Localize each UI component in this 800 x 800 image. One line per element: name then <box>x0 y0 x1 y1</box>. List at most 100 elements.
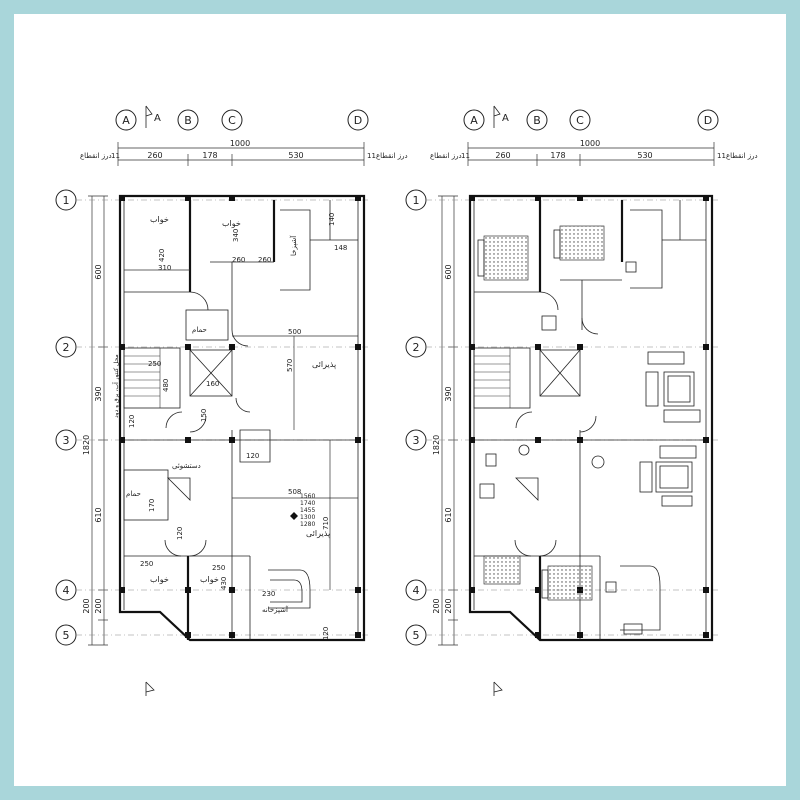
svg-text:530: 530 <box>288 151 303 160</box>
svg-text:160: 160 <box>206 380 219 388</box>
svg-text:530: 530 <box>637 151 652 160</box>
svg-text:4: 4 <box>63 584 70 597</box>
svg-text:340: 340 <box>232 229 240 242</box>
axis-label-d: D <box>354 114 362 127</box>
svg-text:3: 3 <box>63 434 70 447</box>
svg-text:178: 178 <box>550 151 565 160</box>
room-bedroom-3: خواب <box>150 575 169 584</box>
axis-label-a: A <box>122 114 130 127</box>
coffee-table-icon <box>655 461 693 493</box>
svg-text:B: B <box>533 114 541 127</box>
svg-text:600: 600 <box>444 264 453 279</box>
svg-text:4: 4 <box>413 584 420 597</box>
svg-text:1455: 1455 <box>300 507 315 514</box>
section-arrow-bottom-icon <box>145 681 155 696</box>
svg-text:260: 260 <box>258 256 271 264</box>
bed-icon <box>559 225 605 261</box>
plan-left: A B C D A 1000 260 178 530 درز انقطاع 11… <box>55 105 408 696</box>
svg-text:1820: 1820 <box>432 435 441 455</box>
svg-text:درز انقطاع: درز انقطاع <box>430 152 462 160</box>
sofa-icon <box>647 351 685 365</box>
svg-text:150: 150 <box>200 409 208 422</box>
bed-icon <box>483 235 529 281</box>
svg-text:درز انقطاع: درز انقطاع <box>726 152 758 160</box>
svg-text:11: 11 <box>111 152 120 160</box>
section-arrow-right-icon <box>493 105 501 128</box>
axis-bubble-c <box>221 109 243 131</box>
svg-text:120: 120 <box>322 627 330 640</box>
toilet-icon <box>518 444 530 456</box>
svg-text:570: 570 <box>286 359 294 372</box>
top-dimension-right: 1000 260 178 530 درز انقطاع 11 11 درز ان… <box>430 139 758 166</box>
section-mark-label: A <box>154 113 161 124</box>
room-bath-top: حمام <box>192 326 207 334</box>
svg-text:230: 230 <box>262 590 275 598</box>
axis-bubbles-side-right: 1 2 3 4 5 <box>405 189 427 646</box>
svg-text:C: C <box>576 114 584 127</box>
svg-text:1820: 1820 <box>82 435 91 455</box>
stove-icon <box>625 261 637 273</box>
axis-bubbles-top-left: A B C D A <box>115 105 369 131</box>
room-labels-left: خواب خواب آشپزخا پذیرائی حمام محل کنتور … <box>111 215 336 614</box>
svg-text:11: 11 <box>367 152 376 160</box>
sofa-icon <box>661 495 693 507</box>
svg-text:200: 200 <box>432 598 441 613</box>
svg-text:710: 710 <box>322 517 330 530</box>
svg-text:5: 5 <box>413 629 420 642</box>
drawing-sheet <box>14 14 786 786</box>
room-bedroom-4: خواب <box>200 575 219 584</box>
svg-text:140: 140 <box>328 213 336 226</box>
axis-label-b: B <box>184 114 192 127</box>
svg-text:2: 2 <box>63 341 70 354</box>
walls-left <box>118 194 366 642</box>
sofa-icon <box>663 409 701 423</box>
svg-text:200: 200 <box>82 598 91 613</box>
svg-text:1300: 1300 <box>300 514 315 521</box>
svg-text:200: 200 <box>444 598 453 613</box>
svg-text:11: 11 <box>461 152 470 160</box>
svg-text:260: 260 <box>147 151 162 160</box>
side-dimension-right: 1820 600 390 610 200 200 <box>432 195 458 646</box>
columns-left <box>119 195 361 638</box>
axis-bubble-d <box>347 109 369 131</box>
svg-text:260: 260 <box>495 151 510 160</box>
svg-text:D: D <box>704 114 712 127</box>
axis-label-c: C <box>228 114 236 127</box>
svg-text:2: 2 <box>413 341 420 354</box>
svg-text:1560: 1560 <box>300 493 315 500</box>
sink-icon <box>485 453 497 467</box>
svg-text:260: 260 <box>232 256 245 264</box>
svg-text:120: 120 <box>128 415 136 428</box>
top-dimension-left: 1000 260 178 530 درز انقطاع 11 11 درز ان… <box>80 139 408 166</box>
svg-text:178: 178 <box>202 151 217 160</box>
room-kitchen-top: آشپزخا <box>289 235 298 256</box>
svg-text:610: 610 <box>444 507 453 522</box>
svg-text:A: A <box>502 113 509 124</box>
room-bath-bottom: حمام <box>126 490 141 498</box>
svg-text:1000: 1000 <box>580 139 600 148</box>
doors-right <box>514 291 599 557</box>
svg-text:250: 250 <box>140 560 153 568</box>
svg-text:3: 3 <box>413 434 420 447</box>
axis-bubbles-side-left: 1 2 3 4 5 <box>55 189 77 646</box>
svg-text:A: A <box>470 114 478 127</box>
svg-text:درز انقطاع: درز انقطاع <box>80 152 112 160</box>
svg-text:500: 500 <box>288 328 301 336</box>
stove-icon <box>623 623 643 635</box>
room-bedroom-1: خواب <box>150 215 169 224</box>
room-bedroom-2: خواب <box>222 219 241 228</box>
fridge-icon <box>605 581 617 593</box>
room-reception-top: پذیرائی <box>312 360 336 369</box>
svg-text:148: 148 <box>334 244 347 252</box>
svg-text:310: 310 <box>158 264 171 272</box>
svg-text:508: 508 <box>288 488 301 496</box>
furniture-right <box>477 225 701 635</box>
svg-text:درز انقطاع: درز انقطاع <box>376 152 408 160</box>
bed-icon <box>547 565 593 601</box>
bed-icon <box>483 555 521 585</box>
svg-text:170: 170 <box>148 499 156 512</box>
svg-text:600: 600 <box>94 264 103 279</box>
svg-text:480: 480 <box>162 379 170 392</box>
svg-text:5: 5 <box>63 629 70 642</box>
svg-text:1: 1 <box>413 194 420 207</box>
